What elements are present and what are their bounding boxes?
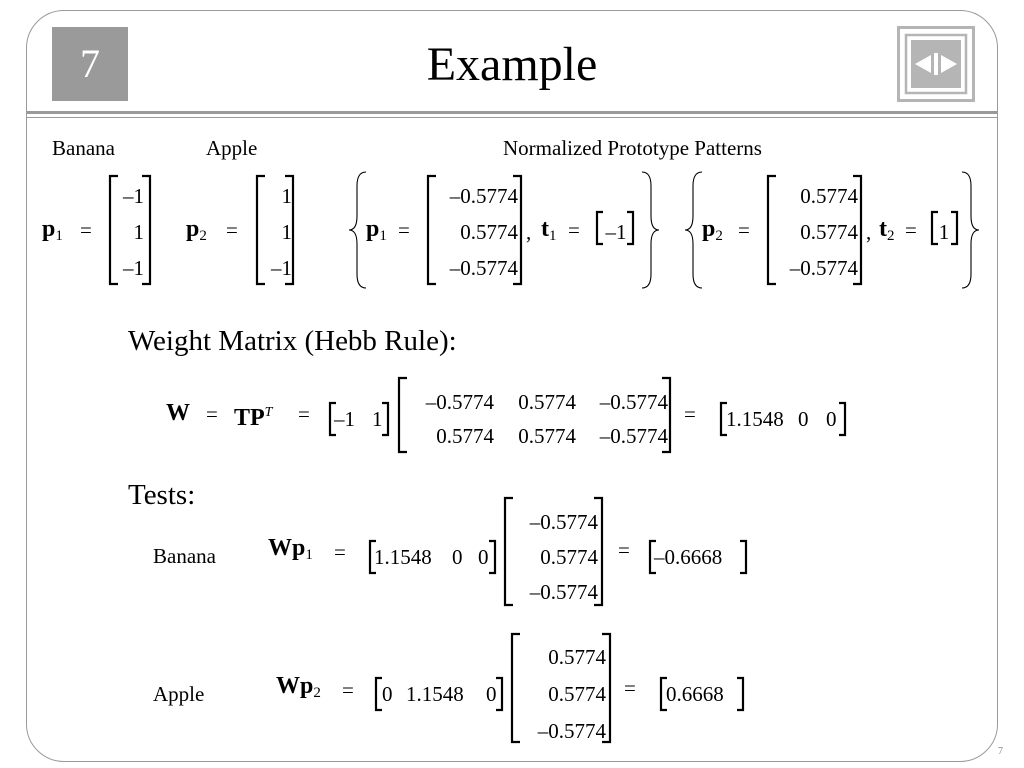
- equals-sign: =: [342, 678, 354, 702]
- chevron-left-right-icon[interactable]: [897, 26, 975, 102]
- banana-p-cell: –0.5774: [529, 510, 598, 534]
- weight-result-cell: 0: [826, 407, 837, 431]
- p2-cell: 1: [281, 184, 293, 208]
- page-number: 7: [998, 746, 1003, 757]
- normalized-patterns-label: Normalized Prototype Patterns: [503, 136, 762, 160]
- page-title: Example: [426, 38, 598, 91]
- equals-sign: =: [298, 402, 310, 426]
- title-divider: [26, 111, 998, 114]
- apple-p-cell: 0.5774: [548, 645, 606, 669]
- t1-symbol: t1: [541, 216, 557, 244]
- apple-w-cell: 0: [382, 682, 393, 706]
- p1-cell: –1: [123, 256, 144, 280]
- comma: ,: [866, 220, 872, 244]
- wp2-symbol: Wp2: [276, 673, 321, 701]
- equals-sign: =: [738, 218, 750, 242]
- apple-result: 0.6668: [666, 682, 724, 706]
- banana-result: –0.6668: [654, 545, 723, 569]
- p2-cell: 1: [281, 220, 293, 244]
- equals-sign: =: [568, 218, 580, 242]
- target-row-cell: –1: [334, 407, 355, 431]
- p1-symbol: p1: [42, 216, 63, 244]
- equals-sign: =: [80, 218, 92, 242]
- banana-w-cell: 0: [452, 545, 463, 569]
- banana-label: Banana: [52, 136, 115, 160]
- normalized-p2-cell: 0.5774: [800, 184, 858, 208]
- p1-cell: –1: [123, 184, 144, 208]
- pt-cell: 0.5774: [518, 424, 576, 448]
- weight-matrix-heading: Weight Matrix (Hebb Rule):: [128, 325, 457, 357]
- weight-result-cell: 1.1548: [726, 407, 784, 431]
- t2-symbol: t2: [879, 216, 895, 244]
- normalized-p1-cell: 0.5774: [460, 220, 518, 244]
- equals-sign: =: [624, 676, 636, 700]
- comma: ,: [526, 220, 532, 244]
- apple-p-cell: –0.5774: [537, 719, 606, 743]
- apple-w-cell: 1.1548: [406, 682, 464, 706]
- p2-symbol: p2: [186, 216, 207, 244]
- pt-cell: –0.5774: [425, 390, 494, 414]
- apple-test-label: Apple: [153, 682, 205, 706]
- target-row-cell: 1: [372, 407, 383, 431]
- pt-cell: 0.5774: [518, 390, 576, 414]
- tp-transpose-symbol: TPT: [234, 405, 273, 431]
- equals-sign: =: [398, 218, 410, 242]
- tests-heading: Tests:: [128, 479, 196, 511]
- t1-value: –1: [605, 220, 627, 244]
- equals-sign: =: [684, 402, 696, 426]
- slide-number-badge: 7: [52, 27, 128, 101]
- t2-value: 1: [938, 220, 950, 244]
- normalized-p1-cell: –0.5774: [449, 256, 518, 280]
- apple-w-cell: 0: [486, 682, 497, 706]
- equals-sign: =: [334, 540, 346, 564]
- banana-p-cell: 0.5774: [540, 545, 598, 569]
- p1-cell: 1: [133, 220, 145, 244]
- normalized-p1-symbol: p1: [366, 216, 387, 244]
- banana-test-label: Banana: [153, 544, 216, 568]
- title-divider-thin: [26, 117, 998, 118]
- pt-cell: 0.5774: [436, 424, 494, 448]
- w-symbol: W: [166, 400, 190, 426]
- normalized-p1-cell: –0.5774: [449, 184, 518, 208]
- banana-w-cell: 1.1548: [374, 545, 432, 569]
- apple-label: Apple: [206, 136, 258, 160]
- normalized-p2-cell: –0.5774: [789, 256, 858, 280]
- apple-p-cell: 0.5774: [548, 682, 606, 706]
- equals-sign: =: [905, 218, 917, 242]
- p2-cell: –1: [271, 256, 292, 280]
- normalized-p2-cell: 0.5774: [800, 220, 858, 244]
- banana-p-cell: –0.5774: [529, 580, 598, 604]
- pt-cell: –0.5774: [599, 390, 668, 414]
- equals-sign: =: [206, 402, 218, 426]
- pt-cell: –0.5774: [599, 424, 668, 448]
- slide-frame: [26, 10, 998, 762]
- normalized-p2-symbol: p2: [702, 216, 723, 244]
- banana-w-cell: 0: [478, 545, 489, 569]
- wp1-symbol: Wp1: [268, 535, 313, 563]
- equals-sign: =: [618, 538, 630, 562]
- weight-result-cell: 0: [798, 407, 809, 431]
- equals-sign: =: [226, 218, 238, 242]
